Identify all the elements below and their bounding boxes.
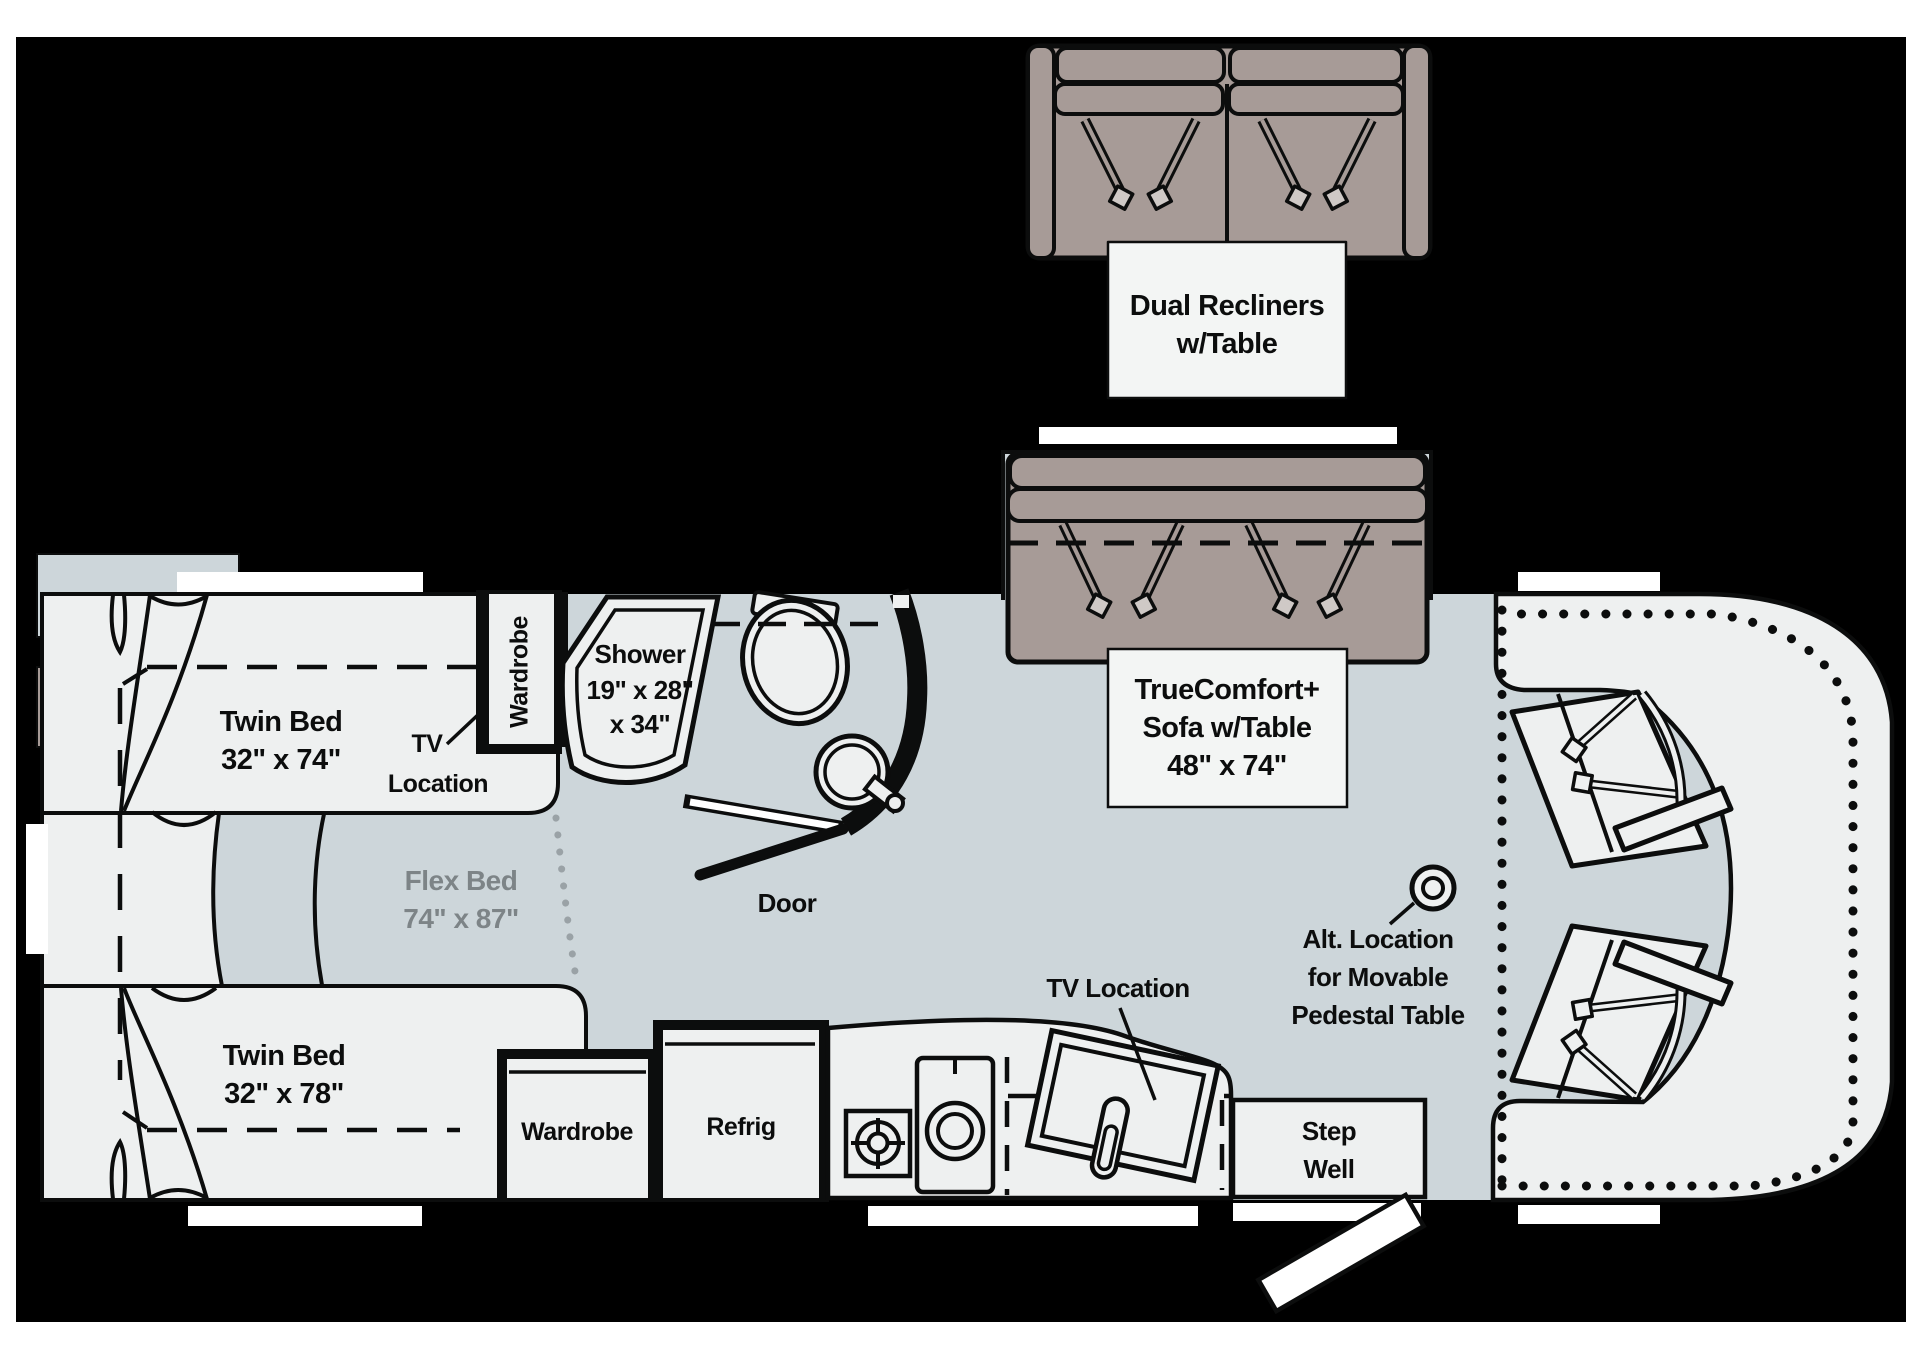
bathroom-wall-notch: [893, 595, 909, 608]
twin-bed-top: [40, 592, 560, 815]
shower-label1: Shower: [595, 639, 686, 669]
step-well: Step Well: [1230, 1097, 1428, 1200]
sofa-slide-rail: [1039, 427, 1397, 444]
alt-pedestal-table: Alt. Location for Movable Pedestal Table: [1291, 864, 1465, 1030]
recliner-right-arm: [1402, 44, 1432, 260]
sofa-legrest-straps: [1058, 521, 1371, 619]
shower-label3: x 34": [610, 709, 670, 739]
bathroom-sink: [813, 733, 906, 815]
flex-bed-label2: 74" x 87": [403, 903, 518, 934]
alt-table-label2: for Movable: [1308, 962, 1448, 992]
dual-recliners-label-line1: Dual Recliners: [1130, 290, 1324, 322]
tv-location-top-leader: [445, 710, 483, 746]
dual-recliners-label-line2: w/Table: [1176, 328, 1278, 360]
door-label: Door: [758, 888, 817, 918]
cab-top-rail: [1518, 572, 1660, 591]
dual-recliners-slideout: Dual Recliners w/Table: [1025, 43, 1433, 400]
wardrobe-top: Wardrobe: [476, 590, 562, 754]
refrig-label: Refrig: [706, 1113, 775, 1141]
wardrobe-bottom-label: Wardrobe: [521, 1118, 633, 1146]
tv-location-bottom-label: TV Location: [1046, 973, 1189, 1003]
bedroom: Wardrobe Twin Bed 32" x 74" TV Location …: [26, 590, 588, 1202]
wardrobe-bottom: Wardrobe: [497, 1049, 658, 1202]
pedestal-table-icon: [1409, 864, 1457, 912]
bed-top-blanket-lines: [109, 594, 218, 827]
sofa-label-box: [1106, 647, 1349, 809]
flex-bed-label1: Flex Bed: [405, 865, 518, 896]
passenger-seat: [1509, 923, 1734, 1103]
alt-table-label1: Alt. Location: [1303, 924, 1454, 954]
bath-door-swing: [694, 823, 849, 881]
bed-bottom-rail: [188, 1206, 422, 1226]
kitchen-sink: [914, 1055, 996, 1195]
twin-bed-bottom-label2: 32" x 78": [224, 1078, 344, 1110]
refrigerator: Refrig: [653, 1020, 829, 1202]
entry-door-step: [1255, 1191, 1427, 1315]
recliner-legrest-straps: [1080, 117, 1377, 211]
cab-bottom-rail: [1518, 1205, 1660, 1224]
sofa-label-line1: TrueComfort+: [1135, 674, 1320, 706]
flex-bed-center-cushion: [40, 811, 225, 988]
twin-bed-top-label2: 32" x 74": [221, 744, 341, 776]
kitchen-bottom-rail: [868, 1206, 1198, 1226]
dual-recliners-label-box: [1106, 240, 1348, 400]
flex-bed-dotted-boundary: [552, 814, 581, 988]
twin-bed-top-label1: Twin Bed: [220, 706, 343, 738]
alt-table-leader: [1388, 901, 1416, 926]
bathroom: Shower 19" x 28" x 34" Door: [554, 588, 928, 918]
alt-table-label3: Pedestal Table: [1291, 1000, 1464, 1030]
recliner-left-arm: [1026, 44, 1056, 260]
tv-location-top-label1: TV: [412, 730, 444, 758]
sofa-label-line3: 48" x 74": [1167, 750, 1287, 782]
sofa-label: TrueComfort+ Sofa w/Table 48" x 74": [1106, 647, 1349, 809]
kitchen: Wardrobe Refrig: [497, 973, 1428, 1202]
cab-dotted-outline: [1497, 605, 1858, 1193]
driver-seat: [1509, 689, 1734, 869]
tv-location-bottom-leader: [1118, 1007, 1157, 1101]
step-well-label2: Well: [1304, 1154, 1355, 1184]
bed-dashed-lines: [117, 664, 478, 1133]
step-well-label1: Step: [1302, 1116, 1356, 1146]
twin-bed-bottom-label1: Twin Bed: [223, 1040, 346, 1072]
bed-bottom-blanket-lines: [109, 986, 218, 1200]
cooktop: [843, 1108, 913, 1179]
wardrobe-top-label: Wardrobe: [506, 616, 534, 728]
sofa-label-line2: Sofa w/Table: [1142, 712, 1311, 744]
toilet: [740, 590, 850, 727]
shower-label2: 19" x 28": [587, 675, 694, 705]
slideout-rails: [177, 427, 1660, 1226]
tv-location-top-label2: Location: [388, 770, 488, 798]
bath-door-slab: [689, 798, 839, 831]
rear-window: [26, 824, 48, 954]
tv-bottom: [1024, 1027, 1222, 1184]
truecomfort-sofa: [1005, 451, 1430, 665]
bedroom-slide-rail: [177, 572, 423, 592]
